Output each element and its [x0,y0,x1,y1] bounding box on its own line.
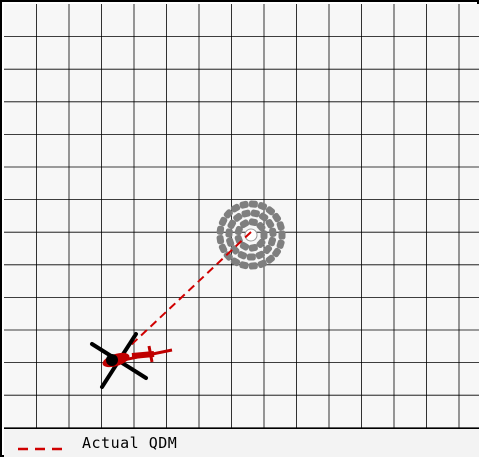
cluster-block [269,227,277,237]
legend-label: Actual QDM [82,434,178,452]
cluster-block [230,203,241,213]
cluster-block [218,243,228,254]
dashed-line-icon [18,447,68,451]
cluster-block [278,230,286,240]
cluster-block [237,251,248,260]
cluster-block [230,245,240,255]
cluster-block [248,200,258,208]
cluster-block [225,228,233,238]
cluster-block [272,212,282,223]
cluster-block [248,218,258,227]
cluster-block [265,254,275,264]
cluster-block [276,221,285,231]
helicopter-icon[interactable] [90,332,173,389]
legend-dashed-line-swatch [18,438,68,451]
cluster-block [248,262,258,270]
cluster-block [239,219,250,229]
cluster-block [223,209,233,219]
actual-qdm-line [113,231,252,362]
map-canvas[interactable] [4,4,479,428]
cluster-center [244,228,258,242]
cluster-block [250,209,260,218]
cluster-block [262,244,273,255]
cluster-block [256,238,266,249]
cluster-block [257,201,268,211]
cluster-block [257,259,268,269]
cluster-block [227,219,237,230]
cluster-block [276,239,285,249]
legend: Actual QDM [4,428,479,457]
cluster-block [255,250,265,260]
cluster-block [223,251,233,261]
scene-svg [4,4,479,428]
cluster-block [234,225,243,236]
cluster-block [216,234,225,245]
cluster-block [258,212,269,222]
cluster-block [218,216,228,227]
cluster-block [230,257,241,267]
cluster-block [248,243,258,252]
cluster-block [267,236,277,247]
cluster-block [256,221,266,232]
cluster-block [272,247,282,258]
cluster-block [239,261,249,270]
cluster-block [241,209,251,218]
cluster-block [239,200,249,209]
cluster-block [226,237,235,247]
circular-cluster-icon[interactable] [216,200,286,270]
cluster-block [246,253,256,261]
cluster-block [216,225,225,235]
cluster-block [265,219,275,229]
cluster-block [260,230,268,240]
cluster-block [233,212,243,222]
cluster-block [265,206,276,216]
cluster-block [239,241,250,251]
